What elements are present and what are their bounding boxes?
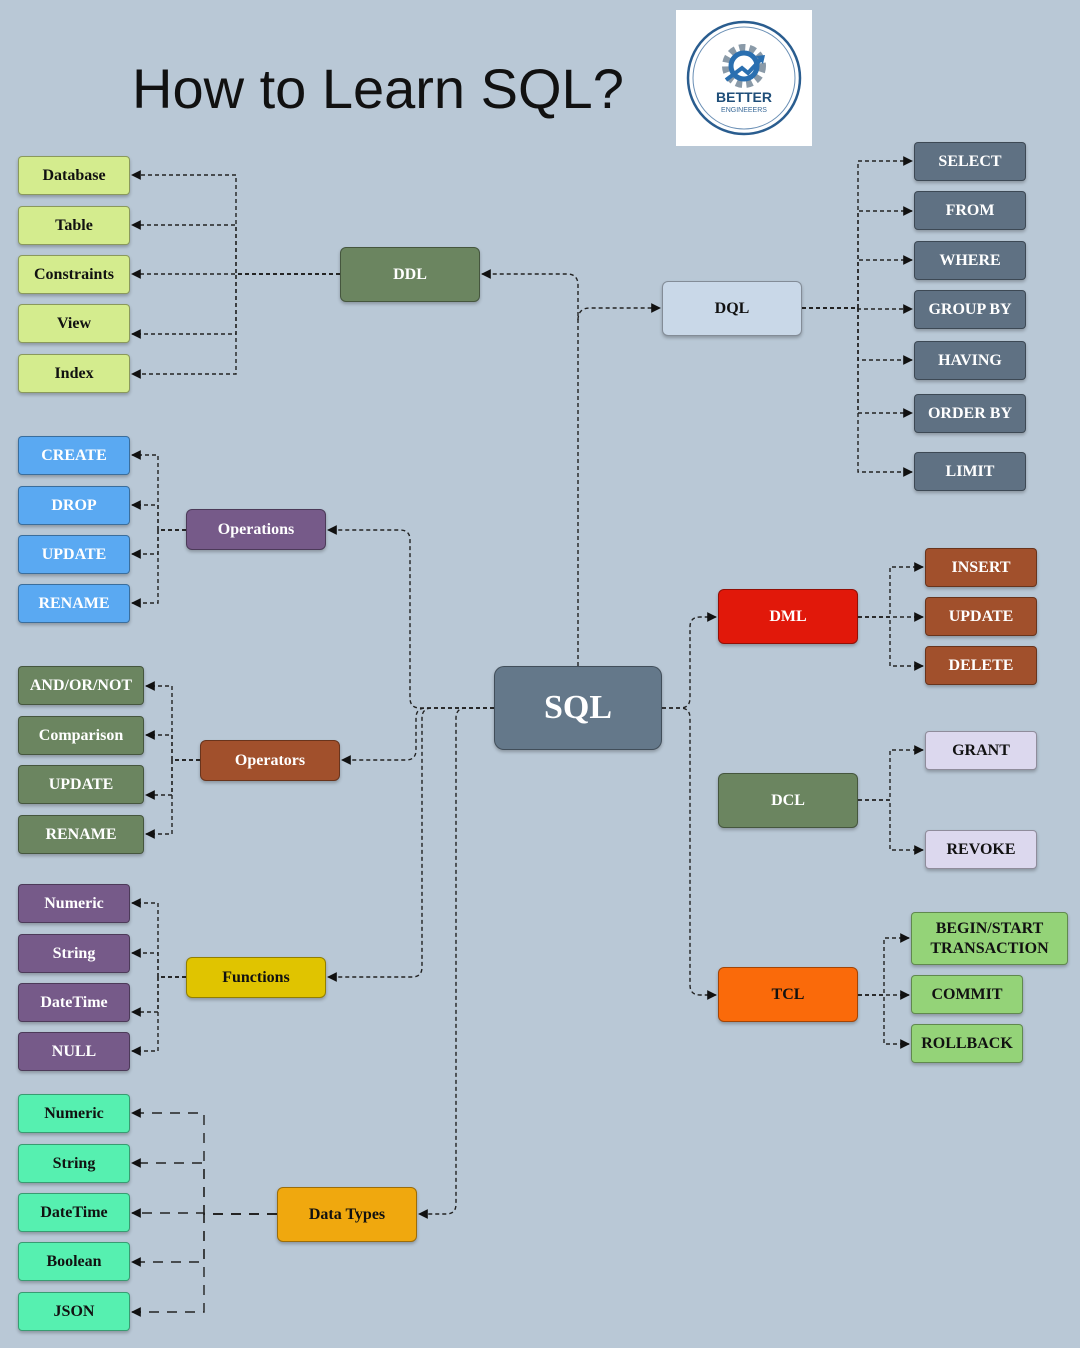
connector-sql-dql xyxy=(577,303,661,321)
ddl-item-view: View xyxy=(18,304,130,343)
ddl-item-database: Database xyxy=(18,156,130,195)
tcl-node: TCL xyxy=(718,967,858,1022)
page-title: How to Learn SQL? xyxy=(132,57,624,120)
connector-sql-ddl xyxy=(481,269,579,666)
dql-node: DQL xyxy=(662,281,802,336)
dml-node: DML xyxy=(718,589,858,644)
sql-root-node: SQL xyxy=(494,666,662,750)
connector-operations-item xyxy=(131,450,186,531)
connector-operators-item xyxy=(145,759,200,839)
data-types-item-boolean: Boolean xyxy=(18,1242,130,1281)
dml-item-insert: INSERT xyxy=(925,548,1037,587)
connector-sql-operators xyxy=(341,707,494,765)
ddl-item-index: Index xyxy=(18,354,130,393)
connector-dml-item xyxy=(858,562,924,618)
better-engineers-logo: BETTER ENGINEEERS xyxy=(676,10,812,146)
tcl-item-commit: COMMIT xyxy=(911,975,1023,1014)
dql-item-limit: LIMIT xyxy=(914,452,1026,491)
connector-sql-tcl xyxy=(662,707,717,1000)
dcl-node: DCL xyxy=(718,773,858,828)
connector-dql-item xyxy=(802,307,913,418)
dql-item-order-by: ORDER BY xyxy=(914,394,1026,433)
ddl-node: DDL xyxy=(340,247,480,302)
tcl-item-rollback: ROLLBACK xyxy=(911,1024,1023,1063)
dql-item-where: WHERE xyxy=(914,241,1026,280)
functions-item-numeric: Numeric xyxy=(18,884,130,923)
tcl-item-begin-transaction: BEGIN/START TRANSACTION xyxy=(911,912,1068,965)
connector-operations-item xyxy=(131,529,186,608)
connector-data-types-item xyxy=(131,1108,277,1215)
connector-data-types-item xyxy=(131,1158,277,1215)
data-types-item-string: String xyxy=(18,1144,130,1183)
connector-operators-item xyxy=(145,759,200,800)
operations-item-drop: DROP xyxy=(18,486,130,525)
connector-ddl-item xyxy=(131,220,340,275)
connector-dql-item xyxy=(802,307,913,365)
connector-operators-item xyxy=(145,681,200,761)
connector-dql-item xyxy=(802,156,913,309)
dql-item-group-by: GROUP BY xyxy=(914,290,1026,329)
operators-item-comparison: Comparison xyxy=(18,716,144,755)
operators-item-update: UPDATE xyxy=(18,765,144,804)
functions-item-null: NULL xyxy=(18,1032,130,1071)
connector-operations-item xyxy=(131,500,186,531)
operations-node: Operations xyxy=(186,509,326,550)
connector-sql-operations xyxy=(327,525,494,709)
connector-operators-item xyxy=(145,730,200,761)
dcl-item-revoke: REVOKE xyxy=(925,830,1037,869)
connector-functions-item xyxy=(131,976,186,1056)
dql-item-from: FROM xyxy=(914,191,1026,230)
functions-node: Functions xyxy=(186,957,326,998)
dql-item-having: HAVING xyxy=(914,341,1026,380)
dml-item-delete: DELETE xyxy=(925,646,1037,685)
connector-functions-item xyxy=(131,948,186,978)
connector-dcl-item xyxy=(858,799,924,855)
connector-data-types-item xyxy=(131,1213,277,1317)
data-types-node: Data Types xyxy=(277,1187,417,1242)
connector-sql-dml xyxy=(662,612,717,709)
operators-node: Operators xyxy=(200,740,340,781)
connector-tcl-item xyxy=(858,994,910,1049)
connector-tcl-item xyxy=(858,933,910,996)
dcl-item-grant: GRANT xyxy=(925,731,1037,770)
connector-dql-item xyxy=(802,255,913,309)
connector-dml-item xyxy=(858,616,924,671)
connector-sql-data-types xyxy=(418,707,494,1219)
operations-item-create: CREATE xyxy=(18,436,130,475)
logo-text-better: BETTER xyxy=(716,89,772,105)
functions-item-string: String xyxy=(18,934,130,973)
connector-functions-item xyxy=(131,976,186,1017)
data-types-item-datetime: DateTime xyxy=(18,1193,130,1232)
operations-item-update: UPDATE xyxy=(18,535,130,574)
gear-icon xyxy=(722,44,766,88)
connector-functions-item xyxy=(131,898,186,978)
dql-item-select: SELECT xyxy=(914,142,1026,181)
connector-operations-item xyxy=(131,529,186,559)
dml-item-update: UPDATE xyxy=(925,597,1037,636)
connector-sql-functions xyxy=(327,707,494,982)
connector-ddl-item xyxy=(131,273,340,379)
connector-dcl-item xyxy=(858,745,924,801)
functions-item-datetime: DateTime xyxy=(18,983,130,1022)
connector-dql-item xyxy=(802,307,913,477)
operations-item-rename: RENAME xyxy=(18,584,130,623)
operators-item-logical: AND/OR/NOT xyxy=(18,666,144,705)
logo-text-engineers: ENGINEEERS xyxy=(721,107,767,114)
data-types-item-json: JSON xyxy=(18,1292,130,1331)
data-types-item-numeric: Numeric xyxy=(18,1094,130,1133)
ddl-item-table: Table xyxy=(18,206,130,245)
ddl-item-constraints: Constraints xyxy=(18,255,130,294)
operators-item-rename: RENAME xyxy=(18,815,144,854)
